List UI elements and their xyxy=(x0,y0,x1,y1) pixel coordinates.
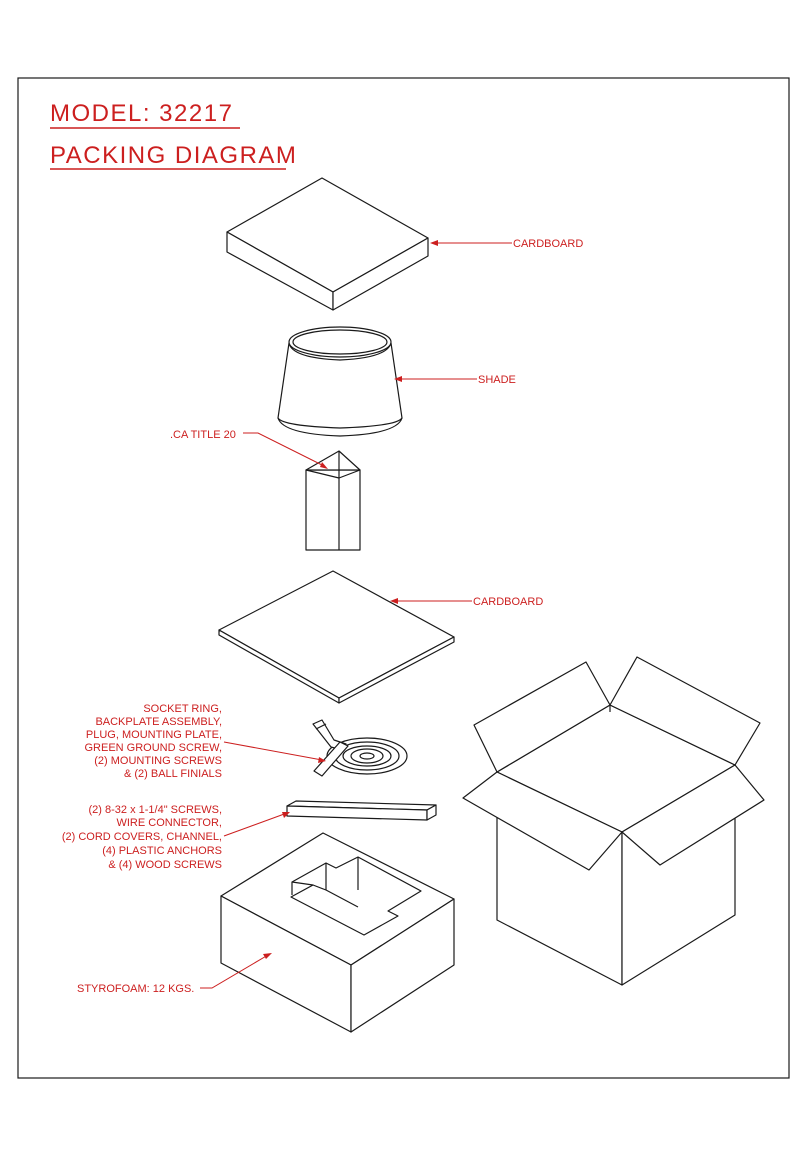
channel xyxy=(286,800,437,821)
svg-text:(4) PLASTIC ANCHORS: (4) PLASTIC ANCHORS xyxy=(102,845,222,857)
svg-text:(2) 8-32 x 1-1/4" SCREWS,: (2) 8-32 x 1-1/4" SCREWS, xyxy=(89,804,223,816)
svg-text:& (4) WOOD SCREWS: & (4) WOOD SCREWS xyxy=(108,859,222,871)
lamp-shade xyxy=(277,326,403,437)
arrowhead-cardboard-top xyxy=(430,240,438,246)
arrowhead-cardboard-sheet xyxy=(390,598,398,604)
styrofoam-block xyxy=(220,832,455,1033)
leader-styrofoam xyxy=(200,954,269,989)
leader-ca-title xyxy=(243,432,325,467)
svg-text:(2) CORD COVERS, CHANNEL,: (2) CORD COVERS, CHANNEL, xyxy=(62,831,222,843)
open-shipping-box xyxy=(462,656,765,986)
svg-text:GREEN GROUND SCREW,: GREEN GROUND SCREW, xyxy=(84,742,222,754)
label-styrofoam: STYROFOAM: 12 KGS. xyxy=(77,983,194,995)
arrowhead-styrofoam xyxy=(263,953,272,959)
svg-text:WIRE CONNECTOR,: WIRE CONNECTOR, xyxy=(116,817,222,829)
label-shade: SHADE xyxy=(478,374,516,386)
leader-hardware-2 xyxy=(223,812,288,837)
label-ca-title: .CA TITLE 20 xyxy=(170,429,236,441)
cardboard-box-top xyxy=(226,177,429,311)
svg-text:& (2) BALL FINIALS: & (2) BALL FINIALS xyxy=(124,768,222,780)
svg-text:(2) MOUNTING SCREWS: (2) MOUNTING SCREWS xyxy=(94,755,222,767)
label-cardboard-top: CARDBOARD xyxy=(513,238,583,250)
label-hardware-1: SOCKET RING, BACKPLATE ASSEMBLY, PLUG, M… xyxy=(84,703,222,780)
diagram-subtitle: PACKING DIAGRAM xyxy=(50,142,297,169)
label-cardboard-sheet: CARDBOARD xyxy=(473,596,543,608)
bulb-box xyxy=(305,450,361,551)
arrowhead-hardware-1 xyxy=(318,757,326,763)
arrowhead-hardware-2 xyxy=(282,812,290,818)
backplate-assembly xyxy=(312,719,408,777)
arrowhead-shade xyxy=(394,376,402,382)
leader-hardware-1 xyxy=(223,741,323,761)
arrowhead-ca-title xyxy=(320,462,328,469)
model-title: MODEL: 32217 xyxy=(50,100,233,127)
svg-text:PLUG, MOUNTING PLATE,: PLUG, MOUNTING PLATE, xyxy=(86,729,222,741)
label-hardware-2: (2) 8-32 x 1-1/4" SCREWS, WIRE CONNECTOR… xyxy=(62,804,222,871)
cardboard-sheet xyxy=(218,570,455,704)
svg-text:SOCKET RING,: SOCKET RING, xyxy=(143,703,222,715)
page-border xyxy=(17,77,790,1079)
svg-text:BACKPLATE ASSEMBLY,: BACKPLATE ASSEMBLY, xyxy=(95,716,222,728)
